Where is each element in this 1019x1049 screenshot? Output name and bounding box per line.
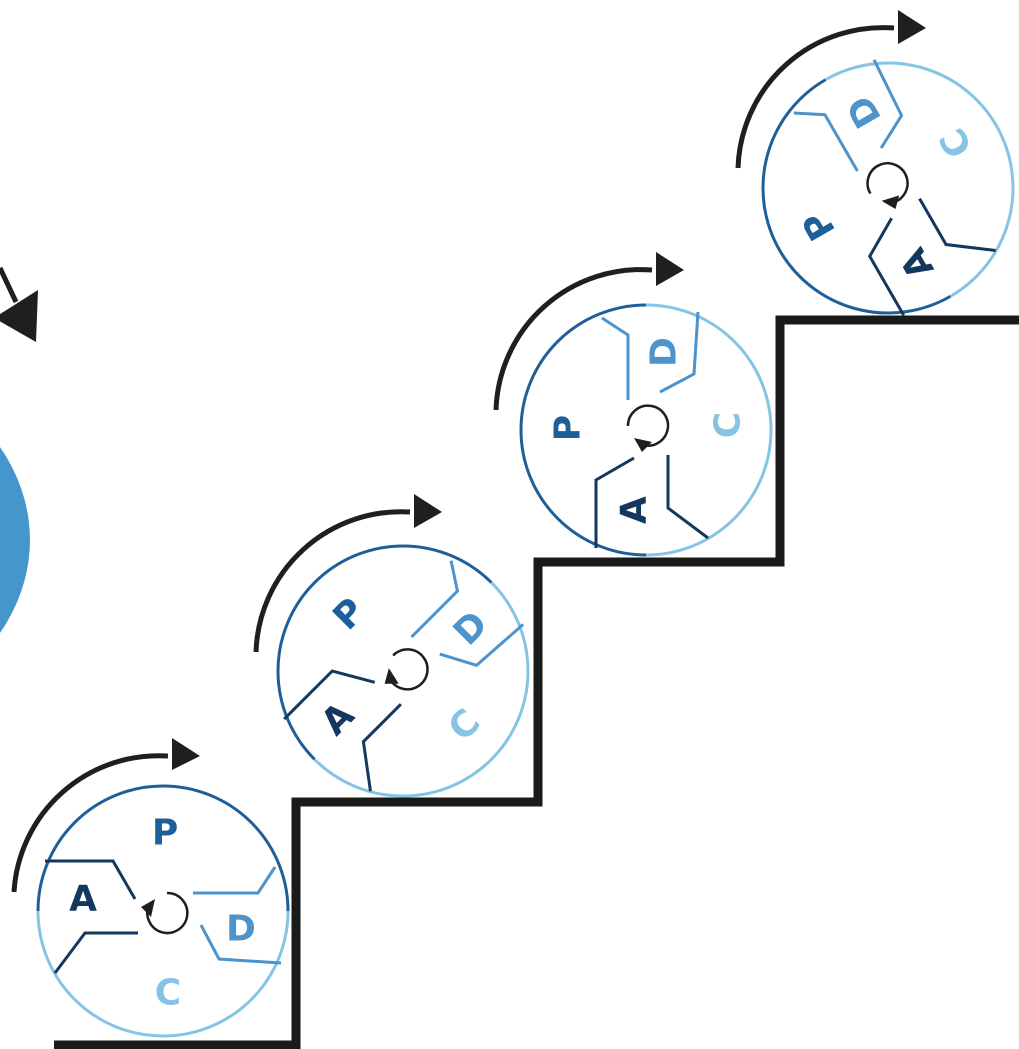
do-segment-outline bbox=[793, 59, 904, 172]
check-letter: C bbox=[441, 702, 489, 750]
act-letter: A bbox=[614, 496, 655, 524]
act-letter: A bbox=[69, 879, 97, 920]
descending-arrow-icon bbox=[0, 266, 38, 342]
do-letter: D bbox=[839, 88, 889, 134]
plan-letter: P bbox=[152, 813, 178, 854]
wheel-step-2: P D C A bbox=[276, 544, 530, 798]
check-letter: C bbox=[708, 412, 749, 438]
cycle-arrow-icon bbox=[866, 162, 909, 210]
staircase-line bbox=[54, 315, 1019, 1049]
wheel-outline-bottom bbox=[824, 61, 1015, 298]
rotation-arrow-icon bbox=[11, 738, 200, 893]
wheel-outline-top bbox=[36, 784, 290, 912]
act-letter: A bbox=[314, 695, 363, 744]
cycle-arrow-icon bbox=[384, 648, 429, 691]
rotation-arrow-icon bbox=[493, 252, 684, 411]
wheel-step-4: P D C A bbox=[761, 59, 1015, 316]
do-segment-outline bbox=[193, 866, 282, 965]
wheel-outline-bottom bbox=[36, 910, 290, 1038]
do-letter: D bbox=[446, 604, 496, 654]
large-ball-shape bbox=[0, 447, 30, 633]
wheel-step-1: P D C A bbox=[36, 784, 290, 1038]
act-segment-outline bbox=[594, 455, 709, 548]
act-segment-outline bbox=[283, 669, 402, 792]
plan-letter: P bbox=[548, 415, 589, 441]
cycle-arrow-icon bbox=[141, 891, 189, 935]
rotation-arrows bbox=[11, 10, 926, 893]
check-letter: C bbox=[932, 121, 981, 164]
plan-letter: P bbox=[325, 591, 373, 639]
rotation-arrow-icon bbox=[735, 10, 926, 169]
cycle-arrow-icon bbox=[626, 404, 670, 452]
do-letter: D bbox=[226, 909, 256, 950]
check-letter: C bbox=[155, 973, 181, 1014]
act-letter: A bbox=[893, 241, 943, 286]
wheel-step-3: P D C A bbox=[519, 303, 773, 557]
act-segment-outline bbox=[867, 197, 996, 316]
do-letter: D bbox=[644, 337, 685, 367]
rotation-arrow-icon bbox=[253, 494, 442, 653]
wheel-outline-bottom bbox=[313, 581, 530, 798]
pdca-wheels: P D C A P bbox=[36, 59, 1015, 1038]
plan-letter: P bbox=[795, 204, 844, 247]
do-segment-outline bbox=[410, 560, 525, 668]
do-segment-outline bbox=[601, 311, 700, 400]
act-segment-outline bbox=[45, 859, 138, 974]
wheel-outline-bottom bbox=[645, 303, 773, 557]
wheel-outline-top bbox=[761, 78, 952, 315]
wheel-outline-top bbox=[276, 544, 493, 761]
wheel-outline-top bbox=[519, 303, 647, 557]
